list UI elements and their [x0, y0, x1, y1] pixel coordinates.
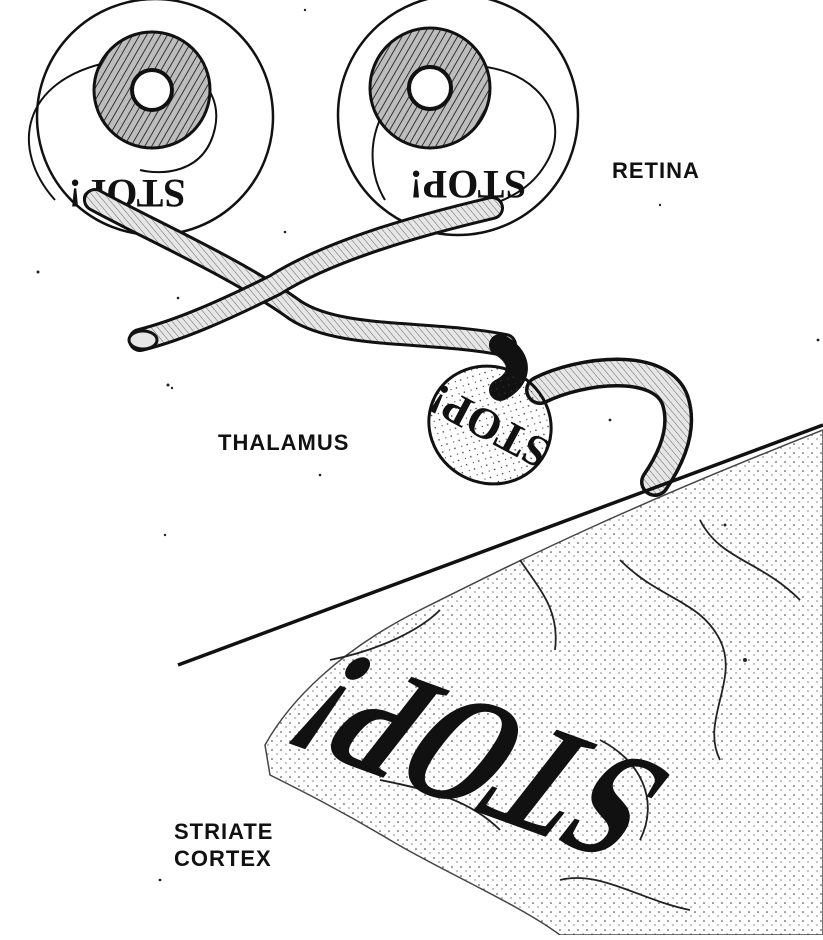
right-pupil [409, 67, 451, 109]
striate-cortex: STOP! [254, 430, 823, 935]
thalamus-nucleus: STOP! [408, 345, 572, 506]
left-pupil [132, 70, 172, 110]
cut-nerve-end [129, 331, 157, 349]
right-retina-image-text: STOP! [409, 162, 526, 207]
striate-label-line2: CORTEX [174, 845, 273, 872]
optic-chiasm [95, 200, 505, 349]
right-eye: STOP! [338, 0, 578, 235]
left-eye: STOP! [29, 0, 273, 235]
striate-label-line1: STRIATE [174, 818, 273, 845]
thalamus-label: THALAMUS [218, 430, 349, 456]
striate-cortex-label: STRIATE CORTEX [174, 818, 273, 872]
retina-label: RETINA [612, 158, 700, 184]
